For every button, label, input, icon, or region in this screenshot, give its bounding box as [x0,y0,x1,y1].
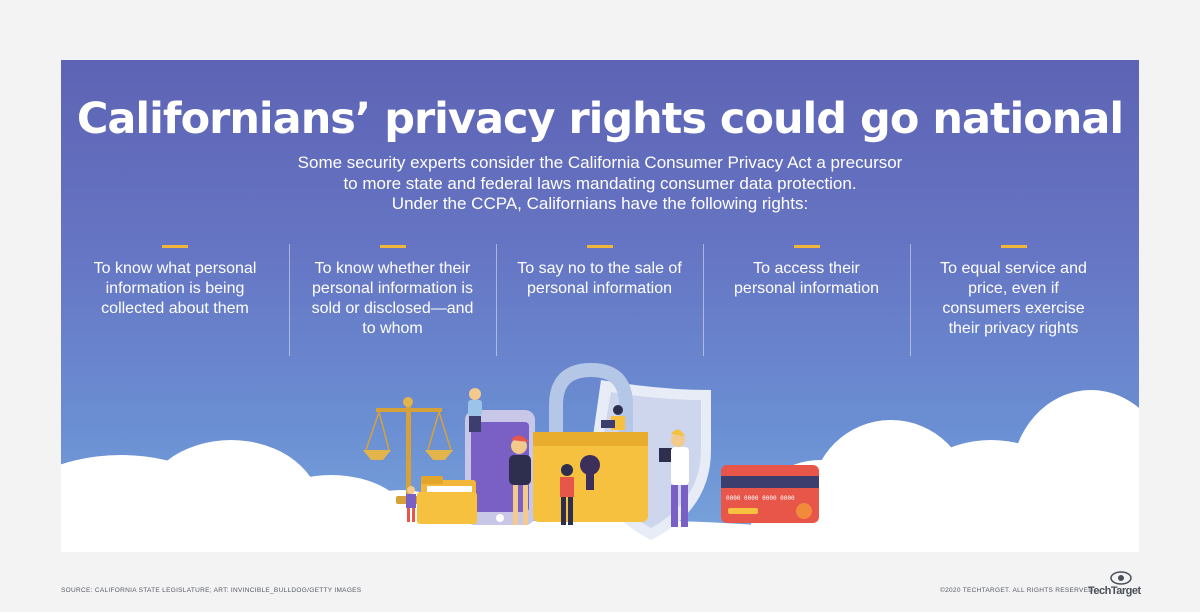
padlock-icon [533,362,648,522]
privacy-illustration: 0000 0000 0000 0000 [61,362,1139,552]
right-item: To know whether their personal informati… [289,244,496,356]
person-icon [601,405,625,430]
accent-bar [586,245,613,248]
credit-card-icon: 0000 0000 0000 0000 [721,465,819,523]
right-item: To say no to the sale of personal inform… [496,244,703,356]
person-icon [509,435,531,525]
accent-bar [379,245,406,248]
rights-list: To know what personal information is bei… [61,244,1139,356]
right-text: To know whether their personal informati… [311,260,474,337]
person-icon [659,429,689,527]
person-icon [406,486,416,522]
brand-logo: TechTarget [1088,571,1148,601]
right-text: To know what personal information is bei… [93,260,257,317]
person-icon [468,388,482,432]
folder-icon [417,476,477,524]
copyright-note: ©2020 TECHTARGET. ALL RIGHTS RESERVED [940,587,1094,594]
eye-icon [1110,571,1132,585]
subtitle: Some security experts consider the Calif… [201,153,999,215]
subtitle-line: to more state and federal laws mandating… [343,173,857,193]
right-text: To access their personal information [734,260,879,297]
right-item: To access their personal information [703,244,910,356]
right-item: To know what personal information is bei… [61,244,289,356]
accent-bar [162,245,188,248]
accent-bar [793,245,820,248]
clouds [61,390,1139,552]
subtitle-line: Under the CCPA, Californians have the fo… [391,194,809,213]
subtitle-line: Some security experts consider the Calif… [297,153,903,172]
source-note: SOURCE: CALIFORNIA STATE LEGISLATURE; AR… [61,587,362,594]
infographic-panel: Californians’ privacy rights could go na… [61,60,1139,552]
svg-text:0000 0000 0000 0000: 0000 0000 0000 0000 [726,495,795,502]
logo-text: TechTarget [1088,585,1141,597]
right-text: To equal service and price, even if cons… [940,260,1087,337]
right-item: To equal service and price, even if cons… [910,244,1117,356]
person-icon [560,464,574,525]
accent-bar [1000,245,1027,248]
page-title: Californians’ privacy rights could go na… [76,94,1124,144]
right-text: To say no to the sale of personal inform… [517,260,682,297]
